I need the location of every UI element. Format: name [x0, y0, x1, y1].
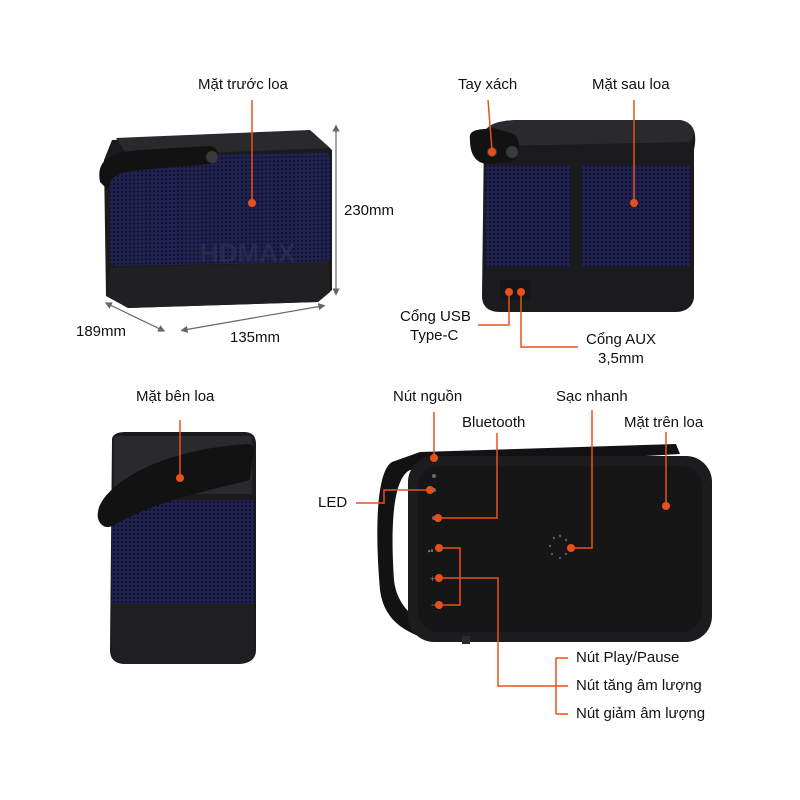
back-speaker-image: [469, 120, 696, 312]
side-label: Mặt bên loa: [136, 388, 215, 405]
height-label: 230mm: [344, 202, 395, 219]
back-marker: [630, 199, 638, 207]
aux-marker: [517, 288, 525, 296]
back-label: Mặt sau loa: [592, 76, 670, 93]
depth-dimension-line: [104, 302, 166, 332]
led-label: LED: [318, 494, 348, 511]
bluetooth-label: Bluetooth: [462, 414, 526, 431]
usb-leader: [478, 296, 510, 326]
front-marker: [248, 199, 256, 207]
svg-text:+: +: [430, 574, 435, 584]
usb-label-line2: Type-C: [410, 327, 459, 344]
front-label: Mặt trước loa: [198, 76, 288, 93]
watermark-text: HDMAX: [200, 238, 296, 268]
width-label: 135mm: [230, 329, 281, 346]
volup-marker: [435, 574, 443, 582]
side-speaker-image: [97, 432, 256, 664]
handle-marker: [488, 148, 496, 156]
top-marker: [662, 502, 670, 510]
play-marker: [435, 544, 443, 552]
usb-marker: [505, 288, 513, 296]
play-pause-label: Nút Play/Pause: [576, 649, 680, 666]
top-label: Mặt trên loa: [624, 414, 704, 431]
power-marker: [430, 454, 438, 462]
led-leader: [356, 489, 426, 504]
aux-label-line2: 3,5mm: [598, 350, 644, 367]
fast-charge-label: Sạc nhanh: [556, 388, 628, 405]
front-speaker-image: HDMAX: [99, 130, 332, 308]
depth-label: 189mm: [76, 323, 127, 340]
aux-label-line1: Cổng AUX: [586, 331, 657, 348]
button-group-leader: [443, 577, 556, 687]
aux-leader: [520, 296, 578, 348]
usb-label-line1: Cổng USB: [400, 308, 471, 325]
led-marker: [426, 486, 434, 494]
width-dimension-line: [180, 303, 326, 333]
top-speaker-image: ⏯ + −: [377, 444, 712, 644]
volume-down-label: Nút giảm âm lượng: [576, 705, 706, 722]
bluetooth-leader: [442, 433, 498, 519]
fast-charge-marker: [567, 544, 575, 552]
svg-text:−: −: [431, 600, 436, 610]
handle-leader: [487, 99, 493, 151]
fast-charge-leader: [574, 410, 593, 549]
voldown-marker: [435, 601, 443, 609]
power-label: Nút nguồn: [393, 388, 463, 405]
svg-text:⏯: ⏯: [428, 548, 434, 555]
handle-label: Tay xách: [458, 76, 518, 93]
volume-up-label: Nút tăng âm lượng: [576, 677, 702, 694]
side-marker: [176, 474, 184, 482]
bluetooth-marker: [434, 514, 442, 522]
button-group-bracket: [443, 547, 461, 606]
